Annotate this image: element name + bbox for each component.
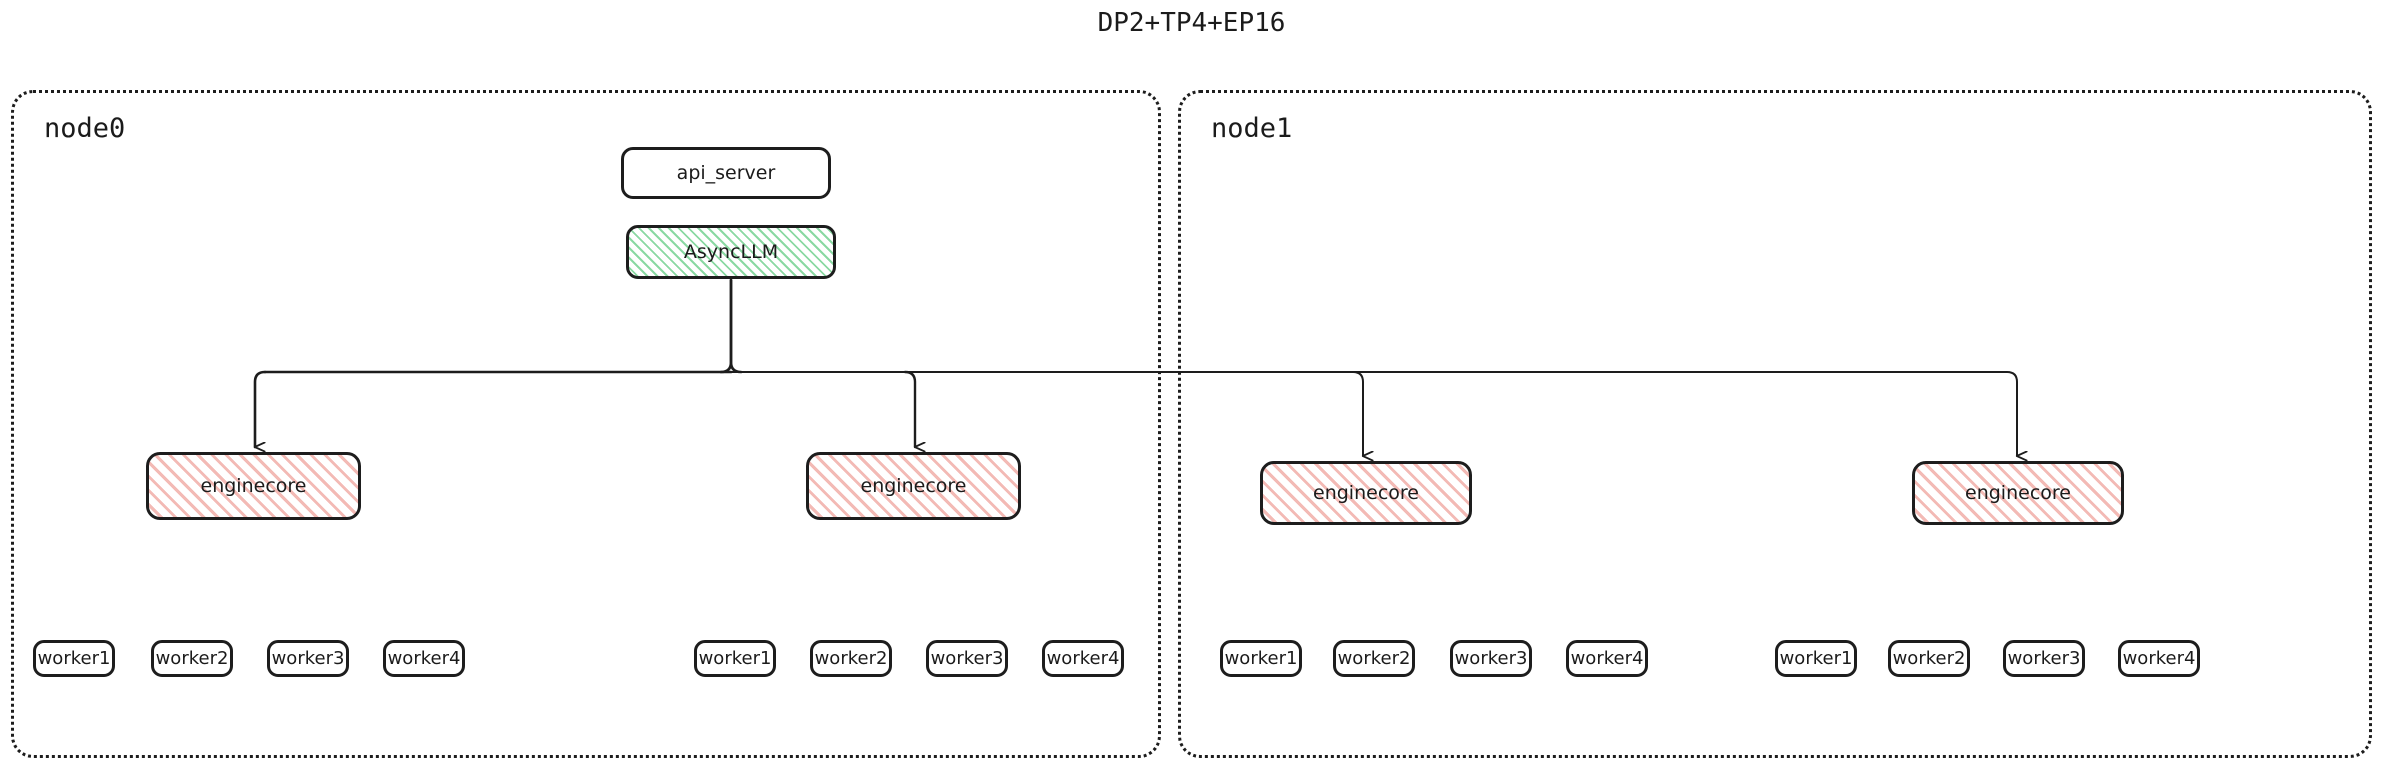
worker-label: worker4 [1570,648,1644,669]
worker-box[interactable]: worker4 [1042,640,1124,677]
worker-box[interactable]: worker2 [810,640,892,677]
node-frame-node0 [11,90,1161,758]
worker-box[interactable]: worker1 [1220,640,1302,677]
block-enginecore[interactable]: enginecore [1260,461,1472,525]
worker-label: worker4 [1046,648,1120,669]
worker-label: worker1 [698,648,772,669]
worker-label: worker3 [271,648,345,669]
worker-box[interactable]: worker4 [2118,640,2200,677]
block-enginecore-label: enginecore [1965,482,2071,504]
worker-label: worker4 [387,648,461,669]
worker-label: worker2 [1337,648,1411,669]
worker-box[interactable]: worker2 [1333,640,1415,677]
worker-box[interactable]: worker3 [267,640,349,677]
block-api-server[interactable]: api_server [621,147,831,199]
block-api-server-label: api_server [676,162,776,184]
worker-box[interactable]: worker3 [2003,640,2085,677]
block-enginecore[interactable]: enginecore [806,452,1021,520]
worker-label: worker3 [1454,648,1528,669]
worker-label: worker3 [2007,648,2081,669]
worker-box[interactable]: worker3 [1450,640,1532,677]
worker-box[interactable]: worker2 [151,640,233,677]
worker-label: worker4 [2122,648,2196,669]
worker-box[interactable]: worker1 [1775,640,1857,677]
block-enginecore[interactable]: enginecore [1912,461,2124,525]
block-async-llm[interactable]: AsyncLLM [626,225,836,279]
worker-box[interactable]: worker1 [33,640,115,677]
worker-box[interactable]: worker2 [1888,640,1970,677]
node-label-node0: node0 [44,113,126,144]
node-label-node1: node1 [1211,113,1293,144]
worker-label: worker2 [814,648,888,669]
worker-label: worker3 [930,648,1004,669]
worker-label: worker1 [1779,648,1853,669]
worker-box[interactable]: worker3 [926,640,1008,677]
block-enginecore-label: enginecore [860,475,967,497]
node-frame-node1 [1178,90,2372,758]
worker-label: worker2 [155,648,229,669]
block-enginecore-label: enginecore [200,475,307,497]
block-enginecore-label: enginecore [1313,482,1419,504]
page-title: DP2+TP4+EP16 [1097,8,1286,38]
block-enginecore[interactable]: enginecore [146,452,361,520]
worker-label: worker1 [37,648,111,669]
worker-label: worker1 [1224,648,1298,669]
worker-box[interactable]: worker4 [1566,640,1648,677]
worker-label: worker2 [1892,648,1966,669]
worker-box[interactable]: worker4 [383,640,465,677]
block-async-llm-label: AsyncLLM [683,241,779,263]
worker-box[interactable]: worker1 [694,640,776,677]
